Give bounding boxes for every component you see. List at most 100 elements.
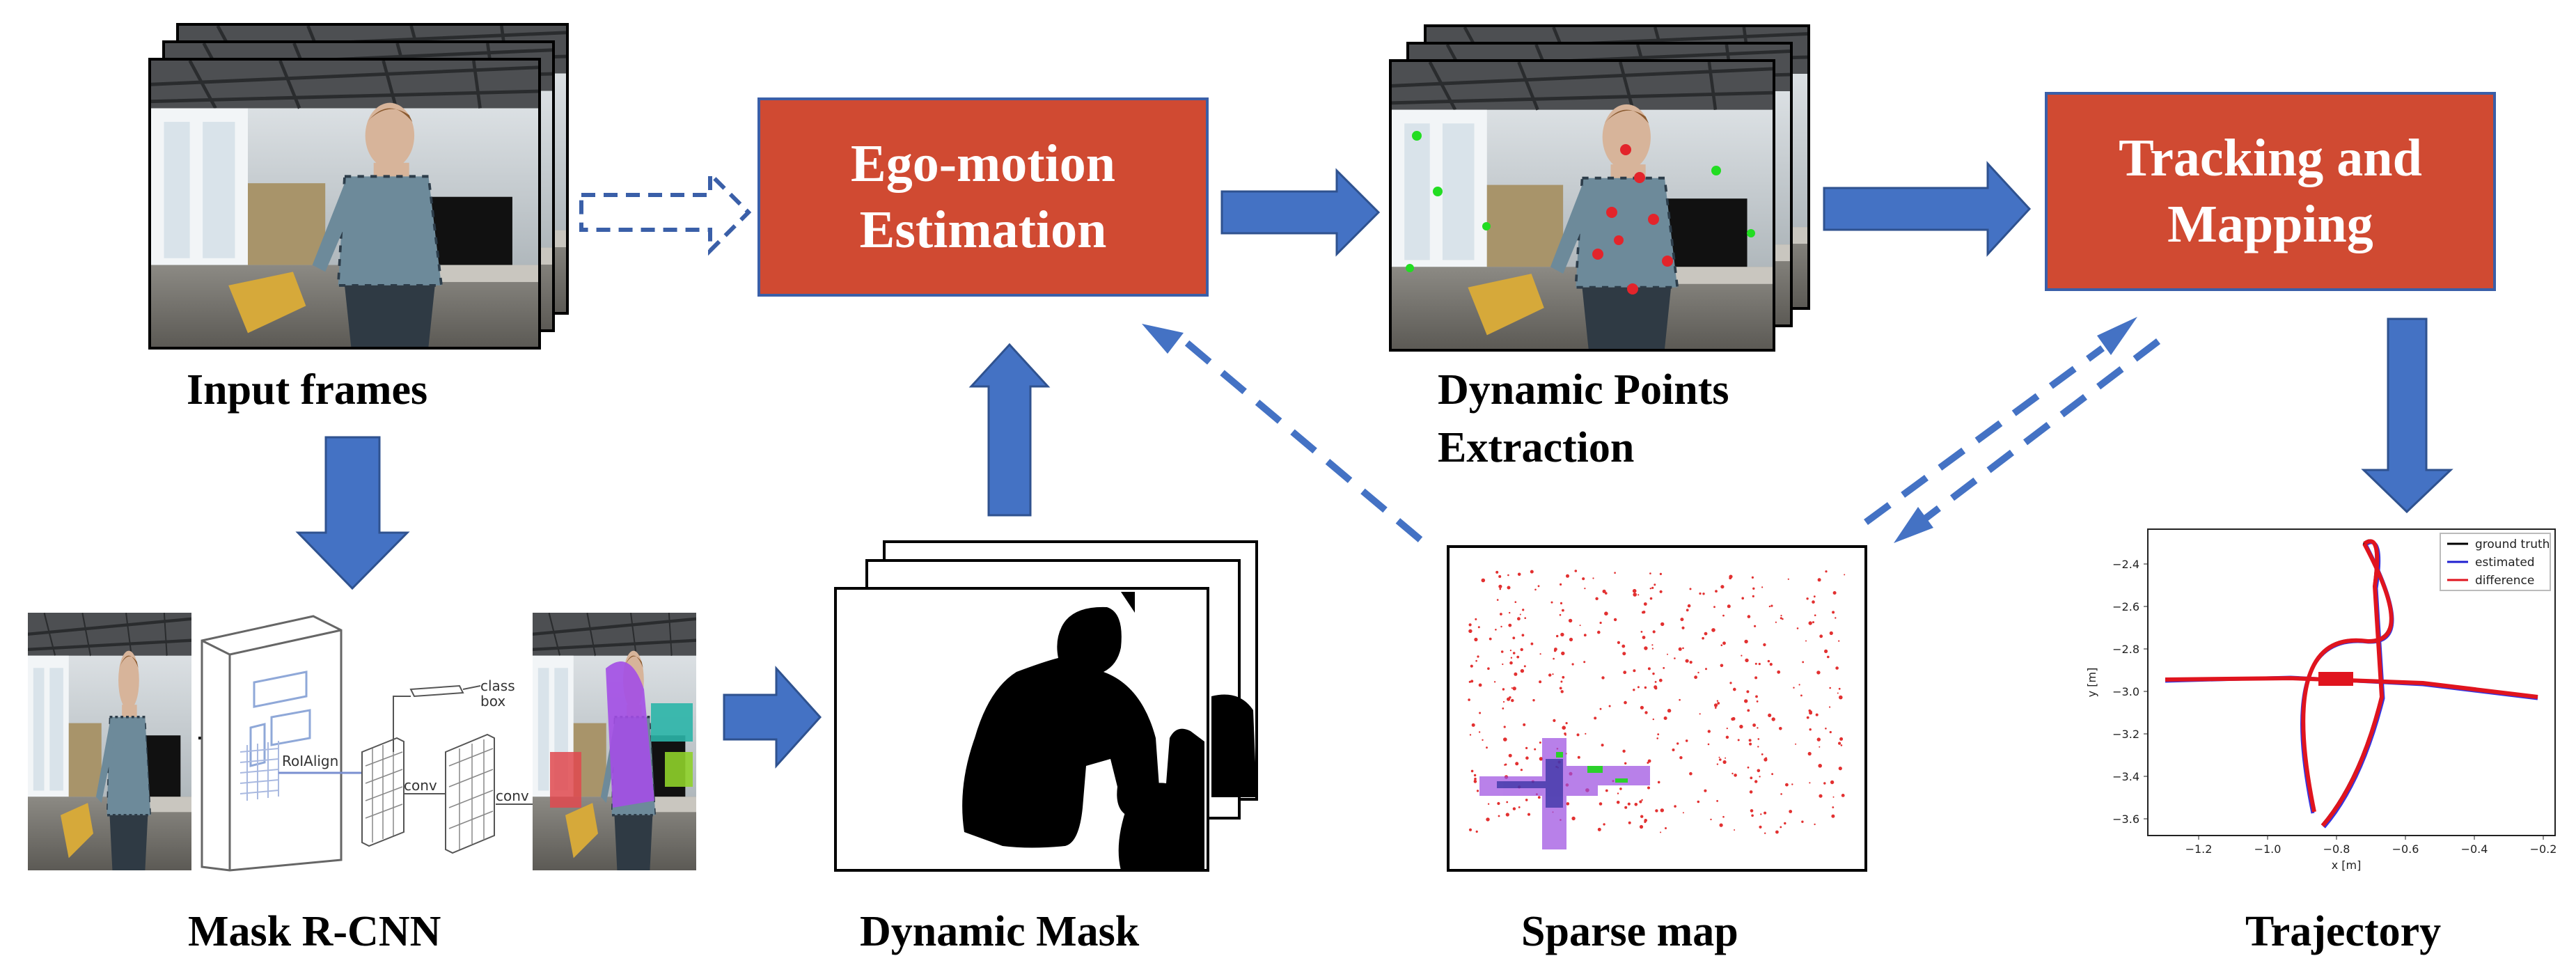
map-point bbox=[1809, 782, 1811, 784]
map-point bbox=[1689, 661, 1693, 664]
map-point bbox=[1605, 789, 1608, 792]
map-point bbox=[1471, 723, 1475, 727]
map-point bbox=[1647, 667, 1651, 671]
map-point bbox=[1477, 626, 1480, 629]
y-tick-label: −2.8 bbox=[2112, 643, 2139, 656]
map-point bbox=[1585, 732, 1587, 735]
map-point bbox=[1679, 756, 1683, 760]
map-point bbox=[1713, 606, 1715, 609]
map-point bbox=[1495, 629, 1497, 631]
y-tick-label: −3.2 bbox=[2112, 728, 2139, 741]
map-point bbox=[1560, 680, 1563, 683]
map-point bbox=[1507, 574, 1509, 577]
x-tick-label: −1.0 bbox=[2254, 842, 2282, 856]
map-point bbox=[1539, 653, 1541, 655]
map-point bbox=[1539, 757, 1544, 761]
map-point bbox=[1726, 728, 1728, 730]
dynamic-points-label-2: Extraction bbox=[1438, 424, 1635, 471]
map-point bbox=[1768, 605, 1771, 608]
map-point bbox=[1816, 671, 1821, 675]
map-point bbox=[1757, 769, 1761, 773]
arrow-mask-rcnn-to-dynamic-mask bbox=[723, 666, 822, 769]
map-point bbox=[1566, 574, 1569, 578]
map-point bbox=[1838, 742, 1841, 745]
y-tick-label: −2.4 bbox=[2112, 558, 2139, 571]
map-point bbox=[1621, 644, 1626, 648]
map-point bbox=[1512, 636, 1516, 640]
trajectory-difference bbox=[2165, 539, 2538, 827]
map-point bbox=[1623, 671, 1627, 675]
map-point bbox=[1750, 776, 1753, 780]
x-tick-label: −1.2 bbox=[2185, 842, 2213, 856]
x-tick-label: −0.4 bbox=[2461, 842, 2488, 856]
arrow-dynamic-points-to-tracking bbox=[1823, 161, 2032, 257]
input-frames-label: Input frames bbox=[187, 366, 428, 414]
map-point bbox=[1734, 774, 1737, 777]
map-point bbox=[1640, 705, 1644, 710]
map-point bbox=[1562, 726, 1566, 730]
map-point bbox=[1711, 628, 1715, 632]
map-point bbox=[1502, 700, 1505, 703]
map-point bbox=[1752, 723, 1757, 727]
map-point bbox=[1652, 718, 1654, 721]
map-point bbox=[1660, 831, 1662, 833]
map-point bbox=[1579, 625, 1581, 627]
map-point bbox=[1651, 586, 1654, 590]
map-point bbox=[1806, 597, 1809, 600]
map-point bbox=[1594, 716, 1597, 720]
map-point bbox=[1517, 617, 1521, 621]
map-point bbox=[1764, 758, 1768, 762]
map-point bbox=[1757, 746, 1759, 748]
map-point bbox=[1509, 650, 1511, 652]
map-point bbox=[1775, 621, 1777, 623]
map-point bbox=[1478, 683, 1482, 687]
map-point bbox=[1761, 753, 1764, 755]
map-point bbox=[1812, 621, 1814, 624]
map-point bbox=[1564, 734, 1566, 736]
map-point bbox=[1493, 681, 1496, 683]
map-point bbox=[1574, 570, 1578, 572]
trajectory-label: Trajectory bbox=[2245, 908, 2442, 955]
map-point bbox=[1474, 637, 1478, 642]
map-point bbox=[1697, 800, 1700, 804]
map-point bbox=[1599, 802, 1603, 806]
map-point bbox=[1831, 814, 1835, 818]
sparse-map-plot bbox=[1447, 545, 1867, 872]
map-point bbox=[1829, 631, 1833, 636]
map-point bbox=[1800, 694, 1803, 697]
map-point bbox=[1511, 687, 1513, 689]
map-point bbox=[1560, 602, 1563, 605]
map-point bbox=[1672, 748, 1675, 751]
map-point bbox=[1722, 641, 1726, 645]
map-point bbox=[1468, 698, 1470, 701]
map-point bbox=[1515, 762, 1519, 766]
map-point bbox=[1642, 636, 1646, 639]
map-point bbox=[1704, 632, 1708, 636]
map-point bbox=[1509, 661, 1513, 665]
y-tick-label: −3.0 bbox=[2112, 685, 2139, 698]
map-point bbox=[1622, 652, 1626, 656]
map-point bbox=[1507, 697, 1511, 701]
map-point bbox=[1806, 716, 1809, 719]
map-point bbox=[1768, 713, 1772, 717]
map-point bbox=[1469, 734, 1472, 736]
map-point bbox=[1525, 756, 1529, 760]
map-point bbox=[1830, 780, 1835, 785]
map-point bbox=[1561, 651, 1565, 656]
map-point bbox=[1559, 613, 1562, 616]
map-point bbox=[1758, 663, 1761, 666]
map-point bbox=[1520, 668, 1525, 673]
map-point bbox=[1640, 815, 1644, 818]
map-point bbox=[1530, 570, 1534, 574]
map-point bbox=[1840, 744, 1843, 746]
map-point bbox=[1741, 597, 1744, 599]
map-point bbox=[1817, 578, 1821, 582]
map-point bbox=[1502, 707, 1505, 710]
map-point bbox=[1838, 767, 1842, 771]
map-point bbox=[1754, 662, 1757, 665]
map-point bbox=[1487, 803, 1490, 805]
map-point bbox=[1523, 665, 1526, 668]
map-point bbox=[1702, 636, 1704, 640]
